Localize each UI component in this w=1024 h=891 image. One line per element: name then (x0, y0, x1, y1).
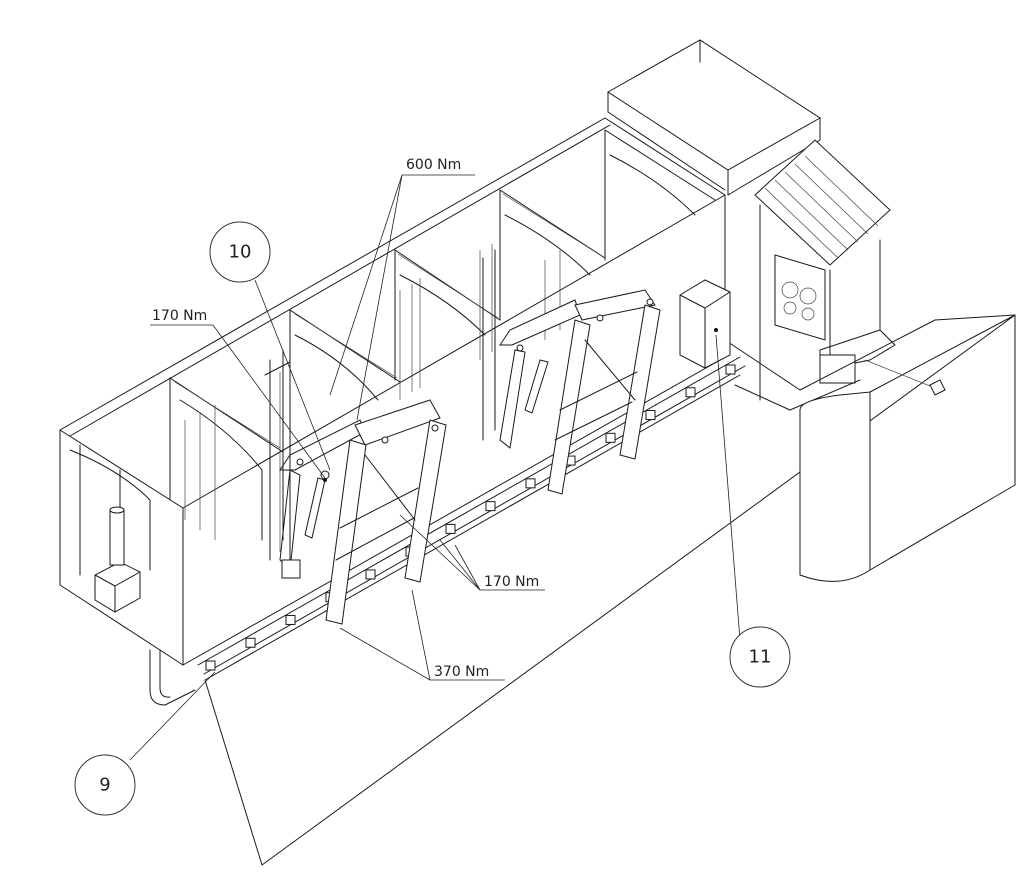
shaft-coupling (365, 569, 376, 580)
balloon-10: 10 (209, 221, 271, 283)
gate-assembly-left (264, 349, 447, 625)
torque-callouts: 600 Nm 170 Nm 170 Nm 370 Nm (152, 157, 539, 680)
shaft-coupling (285, 614, 296, 625)
shaft-coupling (485, 501, 496, 512)
control-house (607, 39, 1016, 582)
balloon-9-number: 9 (99, 775, 110, 796)
shaft-coupling (685, 387, 696, 398)
torque-label-370: 370 Nm (434, 664, 489, 680)
item-balloons: 9 10 11 (74, 221, 791, 816)
shaft-coupling (645, 410, 656, 421)
leader-lines (129, 174, 741, 761)
shaft-coupling (725, 364, 736, 375)
shaft-coupling (245, 637, 256, 648)
concrete-structure (59, 117, 726, 666)
shaft-coupling (445, 523, 456, 534)
hinge-shaft (197, 356, 746, 675)
balloon-9: 9 (74, 754, 136, 816)
shaft-coupling (525, 478, 536, 489)
balloon-10-number: 10 (229, 242, 252, 263)
torque-label-170-lower: 170 Nm (484, 574, 539, 590)
gate-assembly-right (482, 249, 661, 495)
shaft-coupling (605, 432, 616, 443)
balloon-11-number: 11 (749, 647, 772, 668)
shaft-coupling (205, 660, 216, 671)
torque-label-170-upper: 170 Nm (152, 308, 207, 324)
balloon-11: 11 (729, 626, 791, 688)
torque-label-600: 600 Nm (406, 157, 461, 173)
